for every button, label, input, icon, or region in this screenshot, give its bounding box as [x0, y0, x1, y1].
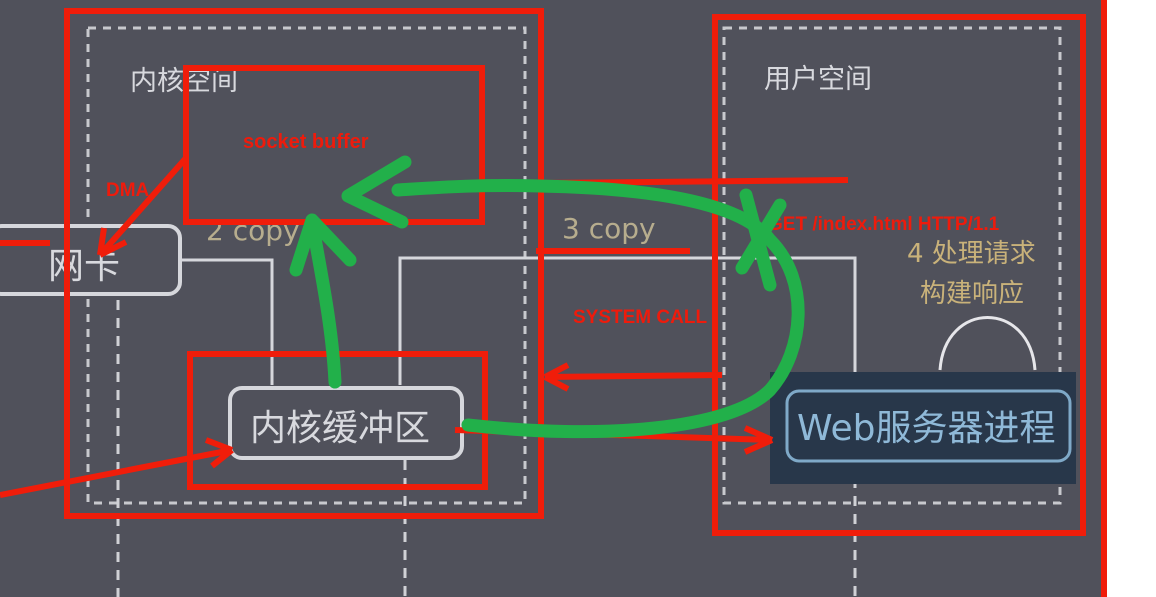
- copy-3-label: 3 copy: [562, 212, 656, 245]
- kernel-buffer-label: 内核缓冲区: [250, 408, 430, 449]
- process-loop-arrow: [938, 316, 1037, 371]
- process-request-label: 4 处理请求: [907, 239, 1036, 269]
- web-server-box: [785, 389, 1072, 463]
- green-annotations: [289, 155, 805, 439]
- system-call-arrow: [543, 362, 723, 392]
- user-space-highlight: [712, 14, 1086, 536]
- incoming-arrow: [0, 437, 234, 498]
- http-request-label: GET /index.html HTTP/1.1: [768, 214, 1000, 235]
- copy-2-label: 2 copy: [206, 214, 300, 247]
- kernel-space-region: [86, 26, 527, 505]
- kernel-space-highlight: [64, 8, 544, 519]
- buffer-to-web-connector: [398, 256, 857, 385]
- green-up-arrow: [289, 213, 357, 389]
- user-space-title: 用户空间: [764, 64, 872, 95]
- nic-to-buffer-connector: [180, 258, 274, 385]
- green-loop-arrow: [341, 155, 805, 439]
- user-space-region: [722, 26, 1062, 505]
- web-server-label: Web服务器进程: [797, 408, 1056, 449]
- dma-arrow: [97, 156, 189, 258]
- build-response-label: 构建响应: [920, 279, 1024, 309]
- socket-buffer-label: socket buffer: [243, 131, 369, 153]
- system-call-label: SYSTEM CALL: [573, 307, 707, 328]
- dma-label: DMA: [106, 180, 150, 201]
- green-cross-mark: [735, 188, 787, 292]
- socket-buffer-box: [183, 65, 485, 225]
